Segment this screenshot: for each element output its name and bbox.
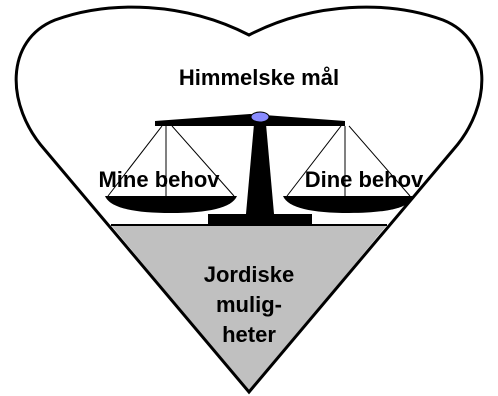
left-pan-label: Mine behov <box>98 167 220 192</box>
heart-outline <box>14 5 484 395</box>
right-pan-label: Dine behov <box>305 167 424 192</box>
scale-base <box>208 214 312 225</box>
earth-label-line-3: heter <box>222 322 276 347</box>
right-pan-strings <box>286 125 411 197</box>
scale-pivot <box>250 111 270 123</box>
scale-beam <box>155 114 345 126</box>
heaven-label: Himmelske mål <box>179 65 339 90</box>
scale-pillar <box>245 124 275 225</box>
earth-label-line-1: Jordiske <box>204 262 295 287</box>
left-pan-strings <box>107 125 235 197</box>
earthly-region <box>111 225 387 392</box>
balance-scale <box>105 111 415 225</box>
right-pan <box>283 196 415 213</box>
left-pan <box>105 196 237 213</box>
earth-label-line-2: mulig- <box>216 292 282 317</box>
